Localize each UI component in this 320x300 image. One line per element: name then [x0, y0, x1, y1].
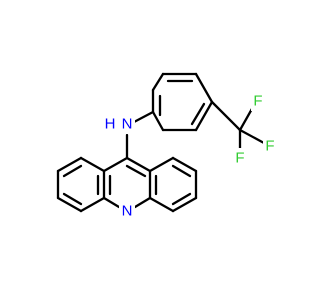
bond-phenyl-4 [194, 100, 214, 132]
bond-phenyl-6 [151, 110, 165, 132]
bond-acr-l-dbl-1 [62, 164, 83, 178]
bond-acr-c9-c9a [125, 156, 152, 173]
atom-n-amine: N [122, 116, 133, 133]
bond-phenyl-dbl-2 [190, 102, 206, 126]
bond-acr-c4a-n [133, 196, 152, 209]
atom-f1: F [253, 93, 262, 110]
bond-acr-r5 [148, 196, 175, 213]
atom-h-amine: H [105, 116, 116, 133]
atom-bg-h [103, 112, 117, 134]
atom-labels: N H N F F F [103, 91, 277, 221]
atom-bg-nh [119, 112, 135, 134]
bond-acr-r-dbl-1 [171, 164, 192, 178]
bond-acr-dbl-1 [125, 164, 147, 178]
bond-phenyl-1 [151, 72, 165, 92]
molecule-structure: N H N F F F [56, 72, 277, 221]
atom-bg-n-ring [119, 199, 135, 221]
atom-bg-f2 [263, 136, 277, 156]
atom-f2: F [265, 138, 274, 155]
bond-acr-r-dbl-2 [171, 192, 192, 206]
bond-phenyl-3 [194, 72, 214, 104]
bond-acr-l4 [56, 196, 83, 213]
bond-acr-r4 [171, 196, 198, 213]
bond-acr-c10a-n [102, 196, 121, 209]
atom-bg-f1 [251, 91, 265, 111]
atom-n-ring: N [122, 203, 133, 220]
bond-phenyl-cf3 [210, 100, 242, 132]
bond-acr-r2 [171, 156, 198, 173]
bond-acr-l-dbl-2 [62, 192, 83, 206]
atom-f3: F [235, 150, 244, 167]
bond-acr-l1 [79, 156, 106, 173]
bond-cf3-f2 [238, 128, 266, 145]
bond-acr-l2 [56, 156, 83, 173]
bond-acr-c9-c8a [102, 156, 129, 173]
bond-phenyl-nh [132, 110, 155, 124]
bond-acr-r1 [148, 156, 175, 173]
bonds [56, 72, 266, 213]
bond-acr-l5 [79, 196, 106, 213]
atom-bg-f3 [233, 148, 247, 168]
bond-cf3-f1 [238, 105, 255, 132]
